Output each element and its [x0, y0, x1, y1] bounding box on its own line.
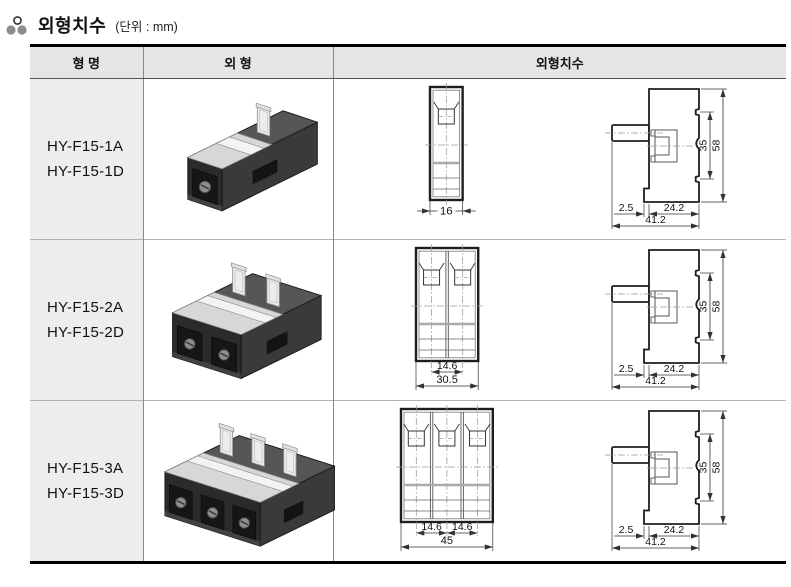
photo-cell — [143, 78, 334, 240]
model-name: HY-F15-1D — [47, 163, 125, 180]
model-cell: HY-F15-1A HY-F15-1D — [30, 78, 144, 240]
dim-label: 24.2 — [664, 202, 685, 214]
dim-label: 41.2 — [645, 375, 666, 387]
dim-label: 58 — [710, 140, 722, 152]
photo-cell — [143, 239, 334, 401]
col-header-dimensions: 외형치수 — [333, 45, 786, 79]
col-header-model: 형 명 — [30, 45, 144, 79]
dim-label: 45 — [441, 535, 453, 547]
product-photo — [144, 102, 344, 232]
dim-label: 2.5 — [619, 524, 634, 536]
model-cell: HY-F15-3A HY-F15-3D — [30, 400, 144, 563]
dim-label: 35 — [697, 301, 709, 313]
model-cell: HY-F15-2A HY-F15-2D — [30, 239, 144, 401]
dim-label: 35 — [697, 140, 709, 152]
dim-label: 41.2 — [645, 536, 666, 548]
unit-label: (단위 : mm) — [115, 20, 178, 34]
table-header-row: 형 명 외 형 외형치수 — [30, 45, 786, 79]
dim-label: 2.5 — [619, 202, 634, 214]
dim-label: 41.2 — [645, 214, 666, 226]
product-photo — [144, 262, 344, 393]
model-name: HY-F15-3D — [47, 485, 125, 502]
col-header-appearance: 외 형 — [143, 45, 334, 79]
dim-label: 58 — [710, 301, 722, 313]
dim-label: 2.5 — [619, 363, 634, 375]
dim-label: 14.6 — [421, 522, 442, 533]
front-view-drawing: 14.6 14.6 45 — [334, 405, 560, 557]
dim-label: 58 — [710, 462, 722, 474]
model-name: HY-F15-2D — [47, 324, 125, 341]
page-title: 외형치수 — [38, 16, 107, 36]
section-title: 외형치수 (단위 : mm) — [0, 0, 791, 37]
dim-label: 24.2 — [664, 363, 685, 375]
three-circles-bullet-icon — [5, 15, 29, 37]
model-name: HY-F15-2A — [47, 299, 124, 316]
front-view-drawing: 16 — [334, 83, 560, 235]
dim-label: 14.6 — [452, 522, 473, 533]
dim-label: 30.5 — [436, 374, 457, 386]
photo-cell — [143, 400, 336, 563]
front-view-drawing: 14.6 30.5 — [334, 244, 560, 396]
dim-label: 14.6 — [436, 361, 457, 372]
dim-label: 16 — [440, 205, 453, 217]
model-name: HY-F15-3A — [47, 460, 124, 477]
model-name: HY-F15-1A — [47, 138, 124, 155]
dim-label: 24.2 — [664, 524, 685, 536]
product-photo — [144, 422, 344, 554]
dim-label: 35 — [697, 462, 709, 474]
